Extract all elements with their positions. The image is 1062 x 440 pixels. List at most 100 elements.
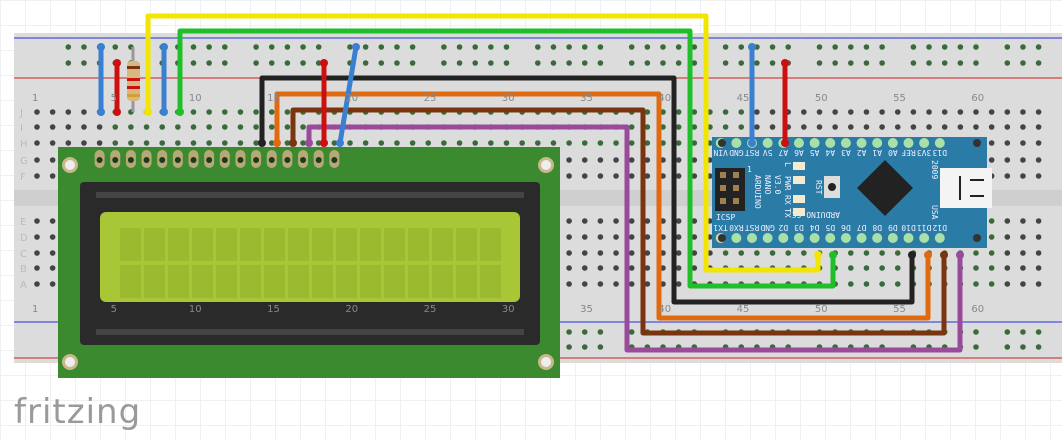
breadboard-hole — [879, 250, 885, 256]
rail-hole — [628, 60, 635, 66]
pin-d2 — [778, 233, 789, 243]
breadboard-hole — [206, 140, 212, 146]
rail-hole — [644, 44, 651, 50]
breadboard-hole — [488, 140, 494, 146]
breadboard-hole — [1004, 173, 1011, 179]
breadboard-hole — [863, 265, 870, 271]
mount-hole — [973, 139, 981, 147]
wire-end-yellow — [144, 108, 152, 116]
reset-label: RST — [814, 180, 823, 195]
wire-end-red — [113, 59, 121, 67]
rail-hole — [456, 60, 463, 66]
breadboard-hole — [237, 124, 244, 130]
breadboard-hole — [49, 265, 56, 271]
rail-hole — [691, 60, 698, 66]
wire-end-purple — [956, 251, 964, 259]
pin-d13 — [934, 138, 945, 148]
breadboard-hole — [143, 140, 150, 146]
breadboard-hole — [65, 140, 72, 146]
lcd-char-cell — [288, 265, 309, 298]
rail-hole — [957, 44, 964, 50]
column-label: 55 — [893, 304, 906, 315]
breadboard-hole — [1035, 124, 1042, 130]
rail-hole — [973, 344, 979, 350]
lcd-char-cell — [216, 265, 237, 298]
breadboard-hole — [581, 218, 588, 224]
breadboard-hole — [738, 250, 745, 256]
lcd-char-cell — [384, 265, 405, 298]
lcd-pin-hole — [96, 157, 103, 163]
breadboard-hole — [1004, 281, 1011, 287]
breadboard-hole — [581, 140, 588, 146]
breadboard-hole — [96, 140, 103, 146]
breadboard-hole — [34, 173, 40, 179]
led-pwr — [793, 176, 805, 184]
breadboard-hole — [566, 173, 572, 179]
lcd-char-cell — [120, 228, 141, 261]
breadboard-hole — [597, 173, 604, 179]
lcd-char-cell — [480, 228, 501, 261]
breadboard-hole — [816, 109, 823, 115]
rail-hole — [488, 44, 494, 50]
fritzing-logo: fritzing — [14, 392, 142, 432]
breadboard-hole — [660, 109, 666, 115]
breadboard-hole — [34, 157, 40, 163]
breadboard-hole — [628, 250, 635, 256]
lcd-pin-hole — [331, 157, 338, 163]
wire-end-red — [320, 59, 328, 67]
breadboard-hole — [597, 250, 604, 256]
wire-end-blue — [336, 139, 344, 147]
breadboard-hole — [801, 109, 807, 115]
breadboard-hole — [675, 281, 682, 287]
rail-hole — [222, 60, 228, 66]
pin-label: D3 — [794, 223, 804, 232]
breadboard-hole — [159, 124, 165, 130]
row-label: D — [20, 233, 28, 244]
breadboard-hole — [738, 124, 745, 130]
rail-hole — [816, 44, 823, 50]
breadboard-hole — [441, 140, 447, 146]
microcontroller-chip — [857, 160, 913, 216]
breadboard-hole — [848, 124, 854, 130]
breadboard-hole — [879, 124, 885, 130]
breadboard-hole — [472, 140, 479, 146]
breadboard-hole — [597, 140, 604, 146]
breadboard-hole — [34, 250, 40, 256]
row-label: F — [20, 172, 26, 183]
breadboard-hole — [863, 281, 870, 287]
breadboard-hole — [284, 140, 291, 146]
breadboard-hole — [675, 109, 682, 115]
breadboard-hole — [988, 157, 995, 163]
lcd-char-cell — [288, 228, 309, 261]
mount-hole-center — [541, 357, 551, 367]
breadboard-hole — [597, 218, 604, 224]
breadboard-hole — [49, 124, 56, 130]
breadboard-hole — [456, 140, 463, 146]
breadboard-hole — [691, 250, 698, 256]
breadboard-hole — [894, 281, 901, 287]
breadboard-hole — [519, 140, 525, 146]
led-l — [793, 162, 805, 170]
breadboard-hole — [300, 124, 306, 130]
row-label: E — [20, 217, 26, 228]
rail-hole — [848, 60, 854, 66]
icsp-pin — [720, 172, 726, 178]
board-name: NANO — [763, 175, 772, 194]
column-label: 20 — [345, 93, 358, 104]
rail-hole — [441, 60, 447, 66]
pin-a2 — [856, 138, 867, 148]
breadboard-hole — [754, 124, 760, 130]
breadboard-hole — [691, 173, 698, 179]
rail-hole — [550, 60, 557, 66]
pin-label: RST — [745, 223, 760, 232]
breadboard-hole — [941, 109, 948, 115]
lcd-char-cell — [264, 265, 285, 298]
breadboard-hole — [988, 265, 995, 271]
rail-hole — [973, 60, 979, 66]
breadboard-hole — [644, 234, 651, 240]
lcd-16x2 — [58, 147, 560, 378]
lcd-char-cell — [264, 228, 285, 261]
pin-rx0 — [731, 233, 742, 243]
column-label: 10 — [189, 304, 202, 315]
